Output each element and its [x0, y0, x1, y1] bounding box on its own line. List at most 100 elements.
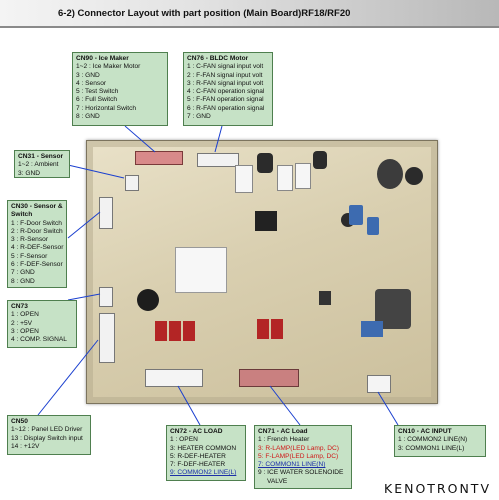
callout-line: 5 : Test Switch: [76, 88, 119, 96]
blue-capacitor: [349, 205, 363, 225]
callout-line: 7 : Horizontal Switch: [76, 104, 137, 112]
callout-line: 8 : GND: [76, 113, 100, 121]
callout-title: CN73: [11, 303, 28, 310]
callout-line: 7 : GND: [11, 269, 35, 277]
callout-line: 4 : Sensor: [76, 79, 107, 87]
callout-line: 1 : OPEN: [11, 311, 39, 319]
callout-line: 13 : Display Switch input: [11, 434, 83, 442]
callout-title: CN10 - AC INPUT: [398, 428, 452, 435]
relay-red: [271, 319, 283, 339]
relay-white: [235, 165, 253, 193]
connector-cn73: [99, 287, 113, 307]
callout-line: 1~2 : Ice Maker Motor: [76, 63, 141, 71]
callout-line: 1~12 : Panel LED Driver: [11, 426, 83, 434]
capacitor: [405, 167, 423, 185]
relay-red: [257, 319, 269, 339]
relay-white: [295, 163, 311, 189]
callout-line: 1 : COMMON2 LINE(N): [398, 436, 468, 444]
callout-line-underlined: 9: COMMON2 LINE(L): [170, 469, 237, 477]
callout-line: 3 : R-FAN signal input volt: [187, 79, 264, 87]
watermark: KENOTRONTV: [384, 481, 491, 496]
connector-cn76: [197, 153, 239, 167]
blue-block: [361, 321, 383, 337]
callout-cn76: CN76 - BLDC Motor 1 : C-FAN signal input…: [183, 52, 273, 126]
capacitor: [377, 159, 403, 189]
callout-title: CN76 - BLDC Motor: [187, 55, 249, 62]
board-edge: [87, 141, 437, 403]
callout-line: 3 : OPEN: [11, 327, 39, 335]
capacitor: [313, 151, 327, 169]
callout-line: 3: COMMON1 LINE(L): [398, 444, 465, 452]
callout-cn90: CN90 - Ice Maker 1~2 : Ice Maker Motor 3…: [72, 52, 168, 126]
callout-line: 1 : F-Door Switch: [11, 219, 62, 227]
callout-line: 3: HEATER COMMON: [170, 444, 237, 452]
leader-line-cn71: [269, 385, 301, 426]
relay-red: [155, 321, 167, 341]
heatsink: [319, 291, 331, 305]
black-chip: [255, 211, 277, 231]
callout-line: 6 : F-DEF-Sensor: [11, 261, 63, 269]
leader-line-cn90: [124, 125, 156, 153]
callout-title: CN90 - Ice Maker: [76, 55, 129, 62]
connector-cn50: [99, 313, 115, 363]
leader-line-cn76: [214, 125, 223, 153]
callout-cn10: CN10 - AC INPUT 1 : COMMON2 LINE(N) 3: C…: [394, 425, 486, 457]
leader-line-cn30: [67, 211, 101, 239]
callout-line: 2 : R-Door Switch: [11, 227, 63, 235]
capacitor: [257, 153, 273, 173]
callout-line: 3: GND: [18, 169, 40, 177]
main-board-photo: [86, 140, 438, 404]
connector-cn71: [239, 369, 299, 387]
callout-title: CN30 - Sensor &: [11, 203, 63, 210]
callout-line: 1 : C-FAN signal input volt: [187, 63, 264, 71]
callout-line: 3 : R-Sensor: [11, 236, 49, 244]
callout-line: 1 : OPEN: [170, 436, 198, 444]
callout-line: 3 : GND: [76, 71, 100, 79]
callout-cn72: CN72 - AC LOAD 1 : OPEN 3: HEATER COMMON…: [166, 425, 246, 481]
buzzer: [137, 289, 159, 311]
callout-title: CN31 - Sensor: [18, 153, 64, 160]
page-title: 6-2) Connector Layout with part position…: [58, 8, 351, 19]
connector-cn31: [125, 175, 139, 191]
callout-line: 8 : GND: [11, 277, 35, 285]
callout-line: 4 : COMP. SIGNAL: [11, 336, 67, 344]
callout-line: 1~2 : Ambient: [18, 161, 59, 169]
callout-title: CN71 - AC Load: [258, 428, 308, 435]
callout-title: CN50: [11, 418, 28, 425]
leader-line-cn31: [67, 164, 125, 179]
header-bar: 6-2) Connector Layout with part position…: [0, 0, 499, 28]
leader-line-cn10: [377, 391, 399, 426]
callout-line-underlined: 7: COMMON1 LINE(N): [258, 461, 326, 469]
relay-red: [169, 321, 181, 341]
callout-line: 5 : F-FAN operation signal: [187, 96, 264, 104]
connector-cn90: [135, 151, 183, 165]
callout-line: 6 : R-FAN operation signal: [187, 104, 265, 112]
callout-title: CN72 - AC LOAD: [170, 428, 223, 435]
relay-red: [183, 321, 195, 341]
callout-line: 14 : +12V: [11, 442, 40, 450]
connector-cn10: [367, 375, 391, 393]
callout-line-highlighted: 3: R-LAMP(LED Lamp, DC): [258, 444, 339, 452]
callout-cn31: CN31 - Sensor 1~2 : Ambient 3: GND: [14, 150, 70, 178]
callout-line: 5 : F-Sensor: [11, 252, 48, 260]
callout-cn50: CN50 1~12 : Panel LED Driver 13 : Displa…: [7, 415, 91, 455]
callout-title-continued: Switch: [11, 211, 33, 219]
callout-line: 1 : French Heater: [258, 436, 310, 444]
blue-capacitor: [367, 217, 379, 235]
callout-line-highlighted: 5: F-LAMP(LED Lamp, DC): [258, 452, 339, 460]
callout-cn71: CN71 - AC Load 1 : French Heater 3: R-LA…: [254, 425, 352, 489]
callout-line: 7: F-DEF-HEATER: [170, 461, 226, 469]
callout-line: 7 : GND: [187, 113, 211, 121]
sticker-label: [175, 247, 227, 293]
leader-line-cn73: [67, 293, 101, 301]
callout-line: 2 : +5V: [11, 319, 33, 327]
callout-line: 9 : ICE WATER SOLENOIDE: [258, 469, 344, 477]
callout-line: 6 : Full Switch: [76, 96, 118, 104]
callout-line: 4 : R-DEF-Sensor: [11, 244, 64, 252]
callout-line: 5: R-DEF-HEATER: [170, 452, 226, 460]
relay-white: [277, 165, 293, 191]
callout-line: 4 : C-FAN operation signal: [187, 88, 265, 96]
callout-line: 2 : F-FAN signal input volt: [187, 71, 263, 79]
leader-line-cn72: [177, 385, 201, 426]
